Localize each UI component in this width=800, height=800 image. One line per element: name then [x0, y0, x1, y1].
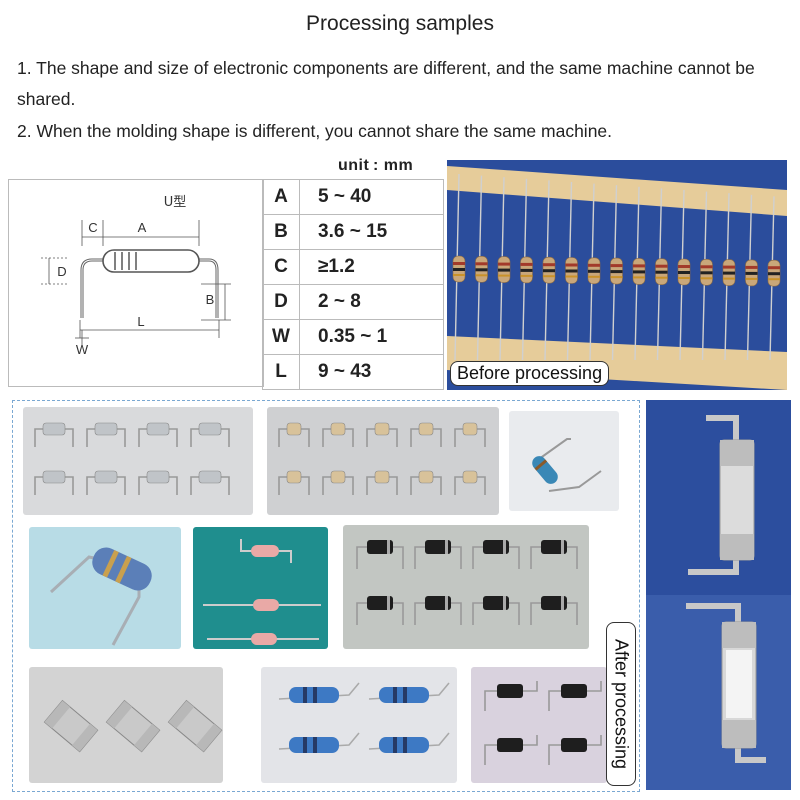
- photo-blue-resistor-bent: [29, 527, 181, 649]
- spec-key: B: [262, 214, 300, 250]
- resistor-body: [102, 249, 200, 273]
- u-shape-drawing: U型 C A D B L W: [41, 195, 231, 357]
- paragraph-1: 1. The shape and size of electronic comp…: [17, 58, 755, 109]
- spec-key: W: [262, 319, 300, 355]
- spec-key: L: [262, 354, 300, 390]
- dim-c-label: C: [88, 220, 97, 235]
- paragraph-2: 2. When the molding shape is different, …: [17, 121, 613, 141]
- spec-key: C: [262, 249, 300, 285]
- photo-small-resistor-samples: [267, 407, 499, 515]
- photo-black-diode-samples: [343, 525, 589, 649]
- photo-pink-resistor-samples: [193, 527, 328, 649]
- photo-glass-fuse-closeup: [29, 667, 223, 783]
- spec-value: 2 ~ 8: [299, 284, 444, 320]
- spec-row-c: C≥1.2: [262, 249, 444, 285]
- photo-blue-resistor-closeup: [509, 411, 619, 511]
- before-processing-label: Before processing: [450, 361, 610, 386]
- page-title: Processing samples: [306, 12, 494, 35]
- dim-a-label: A: [138, 220, 147, 235]
- photo-glass-fuse-samples: [23, 407, 253, 515]
- photo-blue-resistor-pairs: [261, 667, 457, 783]
- dim-w-label: W: [76, 342, 89, 357]
- spec-value: 0.35 ~ 1: [299, 319, 444, 355]
- after-processing-tag: After processing: [606, 622, 636, 786]
- after-processing-frame: [12, 400, 640, 792]
- spec-value: 9 ~ 43: [299, 354, 444, 390]
- dim-l-label: L: [137, 314, 144, 329]
- u-shape-diagram: U型 C A D B L W: [8, 179, 264, 387]
- spec-value: ≥1.2: [299, 249, 444, 285]
- dim-d-label: D: [57, 264, 66, 279]
- spec-key: A: [262, 179, 300, 215]
- diagram-caption: U型: [164, 195, 187, 210]
- dim-b-label: B: [206, 292, 215, 307]
- spec-value: 5 ~ 40: [299, 179, 444, 215]
- photo-diode-pairs: [471, 667, 607, 783]
- spec-value: 3.6 ~ 15: [299, 214, 444, 250]
- photo-bent-fuses-large: [646, 400, 791, 790]
- unit-label: unit : mm: [338, 157, 414, 174]
- after-processing-label: After processing: [611, 638, 632, 770]
- spec-key: D: [262, 284, 300, 320]
- before-processing-photo: [447, 160, 787, 390]
